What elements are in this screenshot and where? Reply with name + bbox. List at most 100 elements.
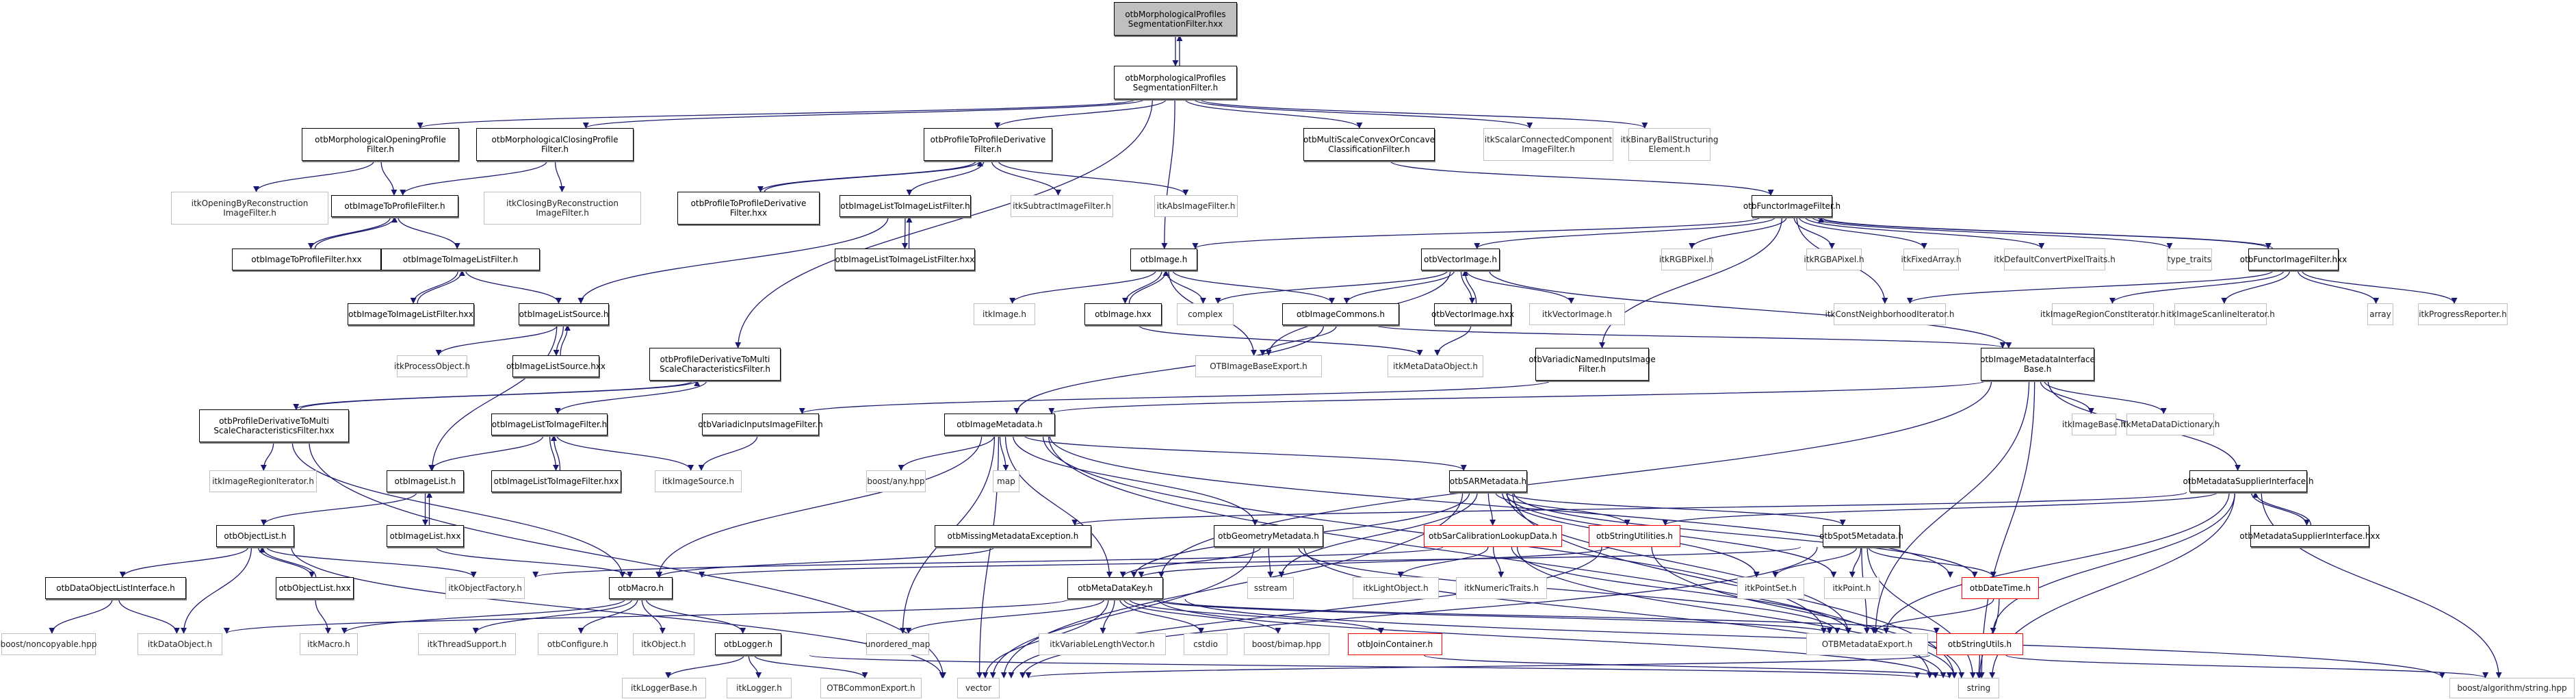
node-logger[interactable]: otbLogger.h [715,633,781,655]
edge-imd-to-boostany [898,435,996,471]
node-obr: itkOpeningByReconstruction ImageFilter.h [171,192,328,225]
edge-imib-to-mddict [2044,380,2167,414]
node-objlist-hxx[interactable]: otbObjectList.hxx [276,577,354,599]
edge-mpsf_h-to-image [1161,99,1175,249]
edge-dolif-to-dataobj [118,598,180,634]
edge-macro-to-logger [645,598,746,634]
node-ibexport: OTBImageBaseExport.h [1195,355,1322,377]
node-boostany: boost/any.hpp [866,470,926,492]
node-geomd[interactable]: otbGeometryMetadata.h [1214,525,1323,547]
edge-spot5-to-point [1849,546,1862,578]
node-string: string [1958,678,1999,698]
edge-functor_hxx-to-array [2297,270,2380,304]
node-functor-hxx[interactable]: otbFunctorImageFilter.hxx [2240,249,2347,270]
node-spot5[interactable]: otbSpot5Metadata.h [1819,525,1903,547]
edge-mpsf_h-to-open [417,99,1136,129]
node-root[interactable]: otbMorphologicalProfiles SegmentationFil… [1114,2,1237,36]
edge-p2pd_hxx-to-p2pd [764,160,983,192]
node-image-hxx[interactable]: otbImage.hxx [1084,303,1162,325]
node-ilsrc-hxx[interactable]: otbImageListSource.hxx [506,355,606,377]
edge-mpsf_h-to-close [583,99,1145,129]
edge-mpsf_h-to-pd2ms [735,99,1153,348]
edge-pd2ms_hxx-to-macro [291,442,626,578]
node-sub: itkSubtractImageFilter.h [1011,195,1113,217]
node-mdkey[interactable]: otbMetaDataKey.h [1067,577,1163,599]
edge-imib-to-mdexport [1872,380,2030,634]
node-vimage[interactable]: otbVectorImage.h [1421,249,1500,270]
edge-mdkey-to-strutils [1158,598,1940,634]
node-pd2ms[interactable]: otbProfileDerivativeToMulti ScaleCharact… [649,348,781,381]
edge-objlist-to-objfact [266,546,477,578]
node-mddict: itkMetaDataDictionary.h [2121,414,2220,435]
node-i2p-hxx[interactable]: otbImageToProfileFilter.hxx [232,249,381,270]
node-icommons[interactable]: otbImageCommons.h [1282,303,1399,325]
edge-objlist-to-dolif [119,546,249,578]
node-sarcal[interactable]: otbSarCalibrationLookupData.h [1424,525,1562,547]
node-joincont[interactable]: otbJoinContainer.h [1348,633,1442,655]
node-mdsi-hxx[interactable]: otbMetadataSupplierInterface.hxx [2239,525,2380,547]
edge-mdkey-to-vlv [1100,598,1115,634]
node-loggerbase: itkLoggerBase.h [622,678,706,698]
edge-msconv-to-functor [1390,160,1774,196]
edge-image-to-icommons [1172,270,1336,304]
node-macro[interactable]: otbMacro.h [609,577,673,599]
edge-ilsrc_hxx-to-ilsrc [560,325,571,356]
edge-mpsf_h-to-scc [1193,99,1533,129]
node-pd2ms-hxx[interactable]: otbProfileDerivativeToMulti ScaleCharact… [199,409,349,442]
edge-objlist_hxx-to-itkmacro [315,598,332,634]
edge-mdkey-to-cstdio [1119,598,1204,634]
node-map: map [993,470,1019,492]
node-ilsrc[interactable]: otbImageListSource.h [519,303,609,325]
edge-spot5-to-datetime [1868,546,1996,578]
node-p2pd-hxx[interactable]: otbProfileToProfileDerivative Filter.hxx [677,192,820,225]
node-datetime[interactable]: otbDateTime.h [1962,577,2039,599]
node-vnif[interactable]: otbVariadicNamedInputsImage Filter.h [1528,348,1656,381]
node-open[interactable]: otbMorphologicalOpeningProfile Filter.h [302,128,459,161]
node-functor[interactable]: otbFunctorImageFilter.h [1743,195,1840,217]
node-bimap: boost/bimap.hpp [1244,633,1329,655]
edge-mdsi-to-mdsi_hxx [2250,492,2311,526]
edge-close-to-i2p [400,160,547,196]
edge-functor-to-vimage [1474,216,1776,249]
node-vimage-hxx[interactable]: otbVectorImage.hxx [1431,303,1514,325]
node-msconv[interactable]: otbMultiScaleConvexOrConcave Classificat… [1303,128,1435,161]
node-mpsf-h[interactable]: otbMorphologicalProfiles SegmentationFil… [1114,66,1237,99]
node-i2p[interactable]: otbImageToProfileFilter.h [331,195,458,217]
node-image[interactable]: otbImage.h [1130,249,1197,270]
node-mdobj: itkMetaDataObject.h [1388,355,1483,377]
edge-mdsi_hxx-to-mdsi [2252,492,2312,526]
node-il2il-hxx[interactable]: otbImageListToImageListFilter.hxx [835,249,975,270]
edge-il2i-to-isrc [556,435,694,471]
edge-pd2ms-to-il2i [554,380,707,414]
node-mdsi[interactable]: otbMetadataSupplierInterface.h [2183,470,2314,492]
edge-spot5-to-pointset [1772,546,1858,578]
node-strutil[interactable]: otbStringUtilities.h [1589,525,1680,547]
node-sarmd[interactable]: otbSARMetadata.h [1449,470,1527,492]
node-ilist[interactable]: otbImageList.h [387,470,464,492]
node-i2il[interactable]: otbImageToImageListFilter.h [381,249,540,270]
node-objlist[interactable]: otbObjectList.h [216,525,294,547]
node-pointset: itkPointSet.h [1737,577,1804,599]
node-imd[interactable]: otbImageMetadata.h [944,414,1055,435]
node-vif[interactable]: otbVariadicInputsImageFilter.h [698,414,823,435]
edge-il2i-to-ilist [428,435,544,471]
edge-functor_hxx-to-isl [2221,270,2291,304]
node-array: array [2367,303,2393,325]
node-ilist-hxx[interactable]: otbImageList.hxx [387,525,464,547]
node-iri: itkImageRegionIterator.h [209,470,317,492]
node-imib[interactable]: otbImageMetadataInterface Base.h [1980,348,2095,381]
node-strutils[interactable]: otbStringUtils.h [1936,633,2023,655]
node-il2i[interactable]: otbImageListToImageFilter.h [491,414,608,435]
node-il2il[interactable]: otbImageListToImageListFilter.h [840,195,971,217]
node-missmd[interactable]: otbMissingMetadataException.h [935,525,1091,547]
node-cstdio: cstdio [1184,633,1227,655]
node-close[interactable]: otbMorphologicalClosingProfile Filter.h [476,128,634,161]
edge-strutil-to-mdkey [1138,546,1609,578]
node-vector: vector [957,678,1000,698]
node-i2il-hxx[interactable]: otbImageToImageListFilter.hxx [348,303,474,325]
edge-functor-to-image [1192,216,1761,249]
node-p2pd[interactable]: otbProfileToProfileDerivative Filter.h [924,128,1052,161]
edge-sarmd-to-sstream [1278,492,1478,578]
node-dolif[interactable]: otbDataObjectListInterface.h [45,577,186,599]
node-il2i-hxx[interactable]: otbImageListToImageFilter.hxx [491,470,621,492]
